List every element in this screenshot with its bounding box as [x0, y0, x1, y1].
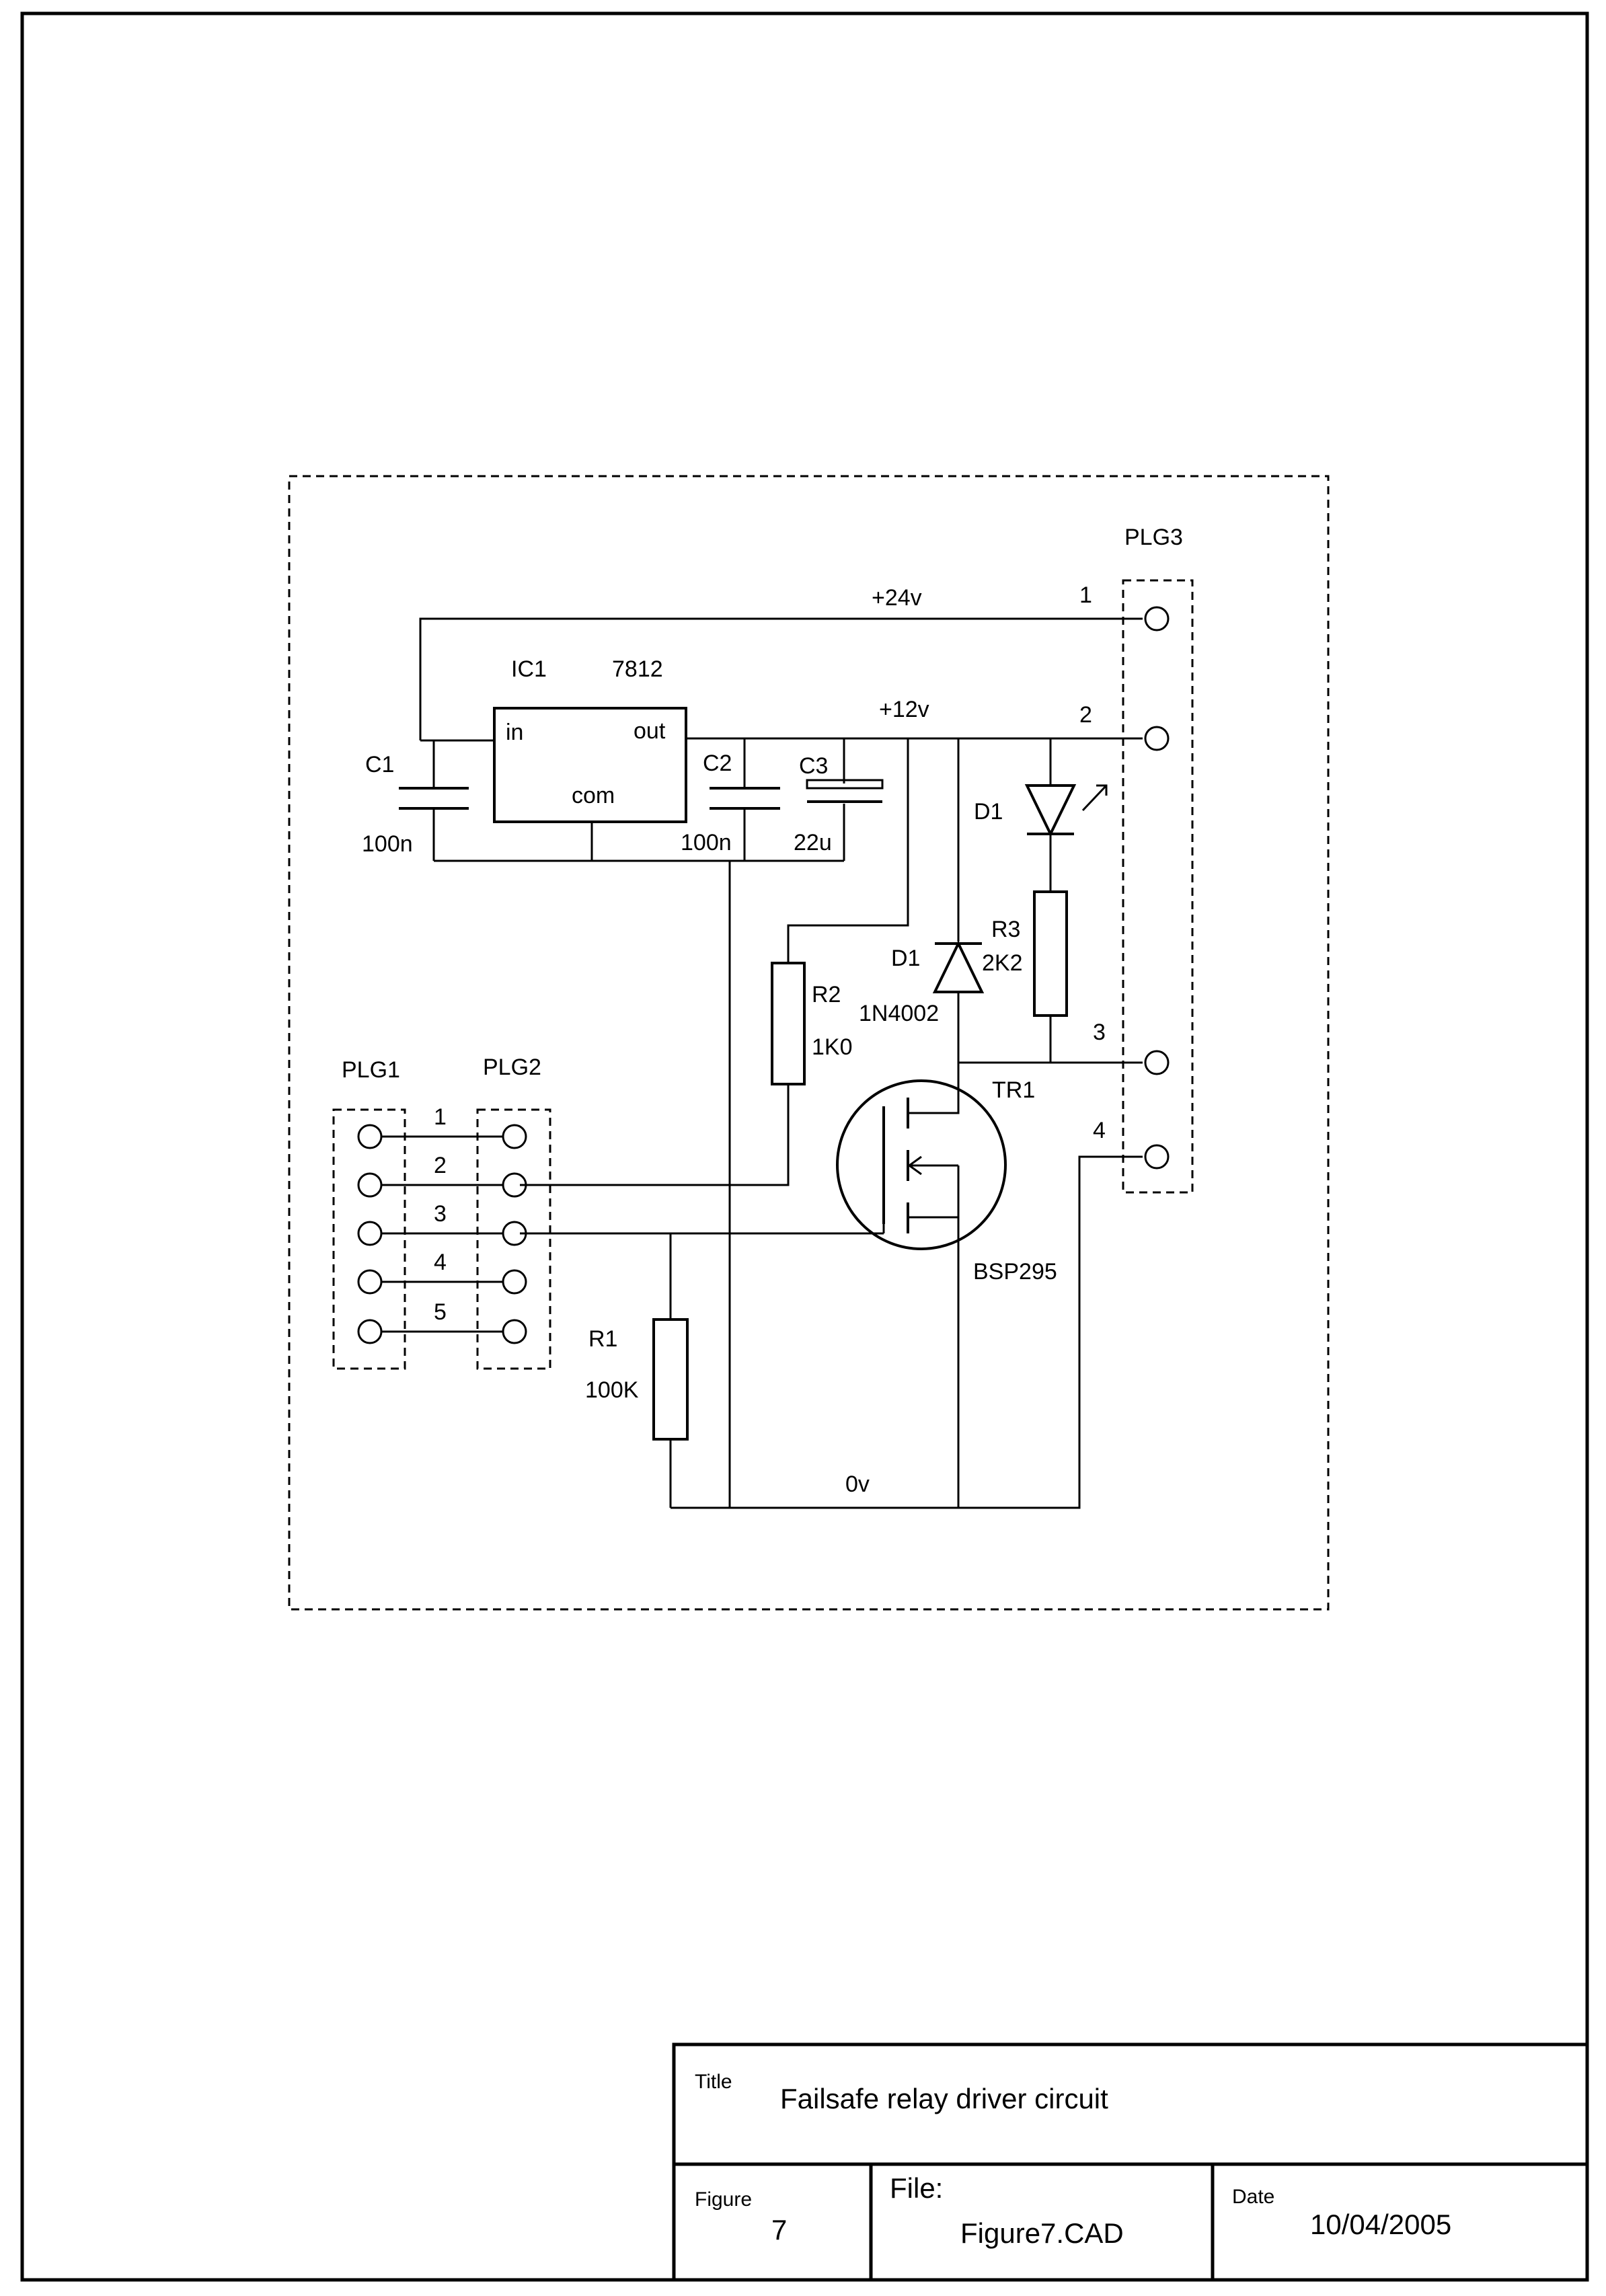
r2-value: 1K0: [812, 1034, 853, 1060]
file-label: File:: [890, 2172, 943, 2204]
r1-ref: R1: [588, 1326, 617, 1352]
ic1-body: [493, 707, 687, 823]
tr1-ref: TR1: [992, 1077, 1035, 1103]
ic1-pin-com: com: [572, 783, 615, 808]
net-label-24v: +24v: [872, 585, 922, 611]
led-d1: D1: [974, 784, 1108, 837]
r1-value: 100K: [585, 1377, 639, 1403]
wires: [419, 617, 1143, 1509]
date-value: 10/04/2005: [1310, 2209, 1451, 2240]
net-label-0v: 0v: [845, 1471, 870, 1497]
plg-pin-row-3: 3: [357, 1201, 527, 1246]
resistor-r3: R3 2K2: [982, 890, 1068, 1017]
c3-ref: C3: [799, 753, 828, 779]
plg-pin-2-label: 2: [434, 1153, 447, 1178]
ic1-pin-in: in: [506, 720, 523, 745]
c3-value: 22u: [794, 830, 832, 855]
plg3-pin-2: [1144, 726, 1170, 751]
plg3-pin-4-label: 4: [1093, 1118, 1106, 1143]
plg-pin-row-5: 5: [357, 1299, 527, 1344]
plg-pin-1-label: 1: [434, 1104, 447, 1130]
capacitor-c2: C2 100n: [681, 751, 780, 855]
c1-value: 100n: [362, 831, 413, 857]
plg-pin-4-label: 4: [434, 1250, 447, 1275]
figure-label: Figure: [695, 2188, 752, 2211]
plg3-pin-1-label: 1: [1079, 582, 1092, 608]
plg-pin-5-label: 5: [434, 1299, 447, 1325]
date-label: Date: [1232, 2186, 1274, 2208]
plg3-pin-2-label: 2: [1079, 702, 1092, 728]
drawing-frame: [20, 11, 1589, 2282]
mosfet-tr1: TR1 BSP295: [836, 1077, 1057, 1285]
resistor-r2: R2 1K0: [771, 962, 853, 1085]
plg-pin-3-label: 3: [434, 1201, 447, 1227]
c1-ref: C1: [365, 752, 394, 777]
drawing-title: Failsafe relay driver circuit: [780, 2083, 1108, 2114]
ic1-ref: IC1: [511, 656, 547, 682]
diode-d1-part: 1N4002: [859, 1001, 939, 1026]
led-d1-ref: D1: [974, 799, 1003, 825]
circuit-enclosure: [288, 475, 1330, 1611]
plg3-pin-4: [1144, 1144, 1170, 1170]
plg3-ref: PLG3: [1124, 525, 1183, 550]
tr1-part: BSP295: [973, 1259, 1057, 1285]
plg2-box: [476, 1108, 551, 1370]
ic1-pin-out: out: [634, 718, 666, 744]
connector-plg3: PLG3 1 2 3 4: [1079, 525, 1183, 1170]
figure-number: 7: [771, 2214, 787, 2246]
ic1-part: 7812: [612, 656, 663, 682]
net-label-12v: +12v: [879, 697, 929, 722]
plg1-ref: PLG1: [342, 1057, 400, 1083]
capacitor-c1: C1 100n: [362, 752, 469, 857]
title-block: Title Failsafe relay driver circuit Figu…: [672, 2042, 1589, 2282]
ic1-regulator: IC1 7812 in out com: [493, 656, 687, 823]
connector-plg1-plg2: PLG1 PLG2 1 2 3 4: [342, 1055, 541, 1344]
diode-d1-ref: D1: [891, 946, 920, 971]
resistor-r1: R1 100K: [585, 1318, 689, 1441]
plg2-ref: PLG2: [483, 1055, 541, 1080]
r2-ref: R2: [812, 982, 841, 1007]
plg3-box: [1122, 579, 1194, 1194]
plg3-pin-3: [1144, 1050, 1170, 1075]
plg3-pin-3-label: 3: [1093, 1020, 1106, 1045]
c2-ref: C2: [703, 751, 732, 776]
plg-pin-row-2: 2: [357, 1153, 527, 1198]
capacitor-c3: C3 22u: [794, 753, 884, 855]
diode-d1: D1 1N4002: [859, 940, 985, 1026]
plg1-box: [332, 1108, 406, 1370]
r3-value: 2K2: [982, 950, 1023, 976]
plg-pin-row-1: 1: [357, 1104, 527, 1149]
title-label: Title: [695, 2071, 732, 2093]
plg-pin-row-4: 4: [357, 1250, 527, 1295]
c2-value: 100n: [681, 830, 732, 855]
plg3-pin-1: [1144, 606, 1170, 632]
r3-ref: R3: [991, 917, 1020, 942]
file-name: Figure7.CAD: [960, 2217, 1124, 2249]
